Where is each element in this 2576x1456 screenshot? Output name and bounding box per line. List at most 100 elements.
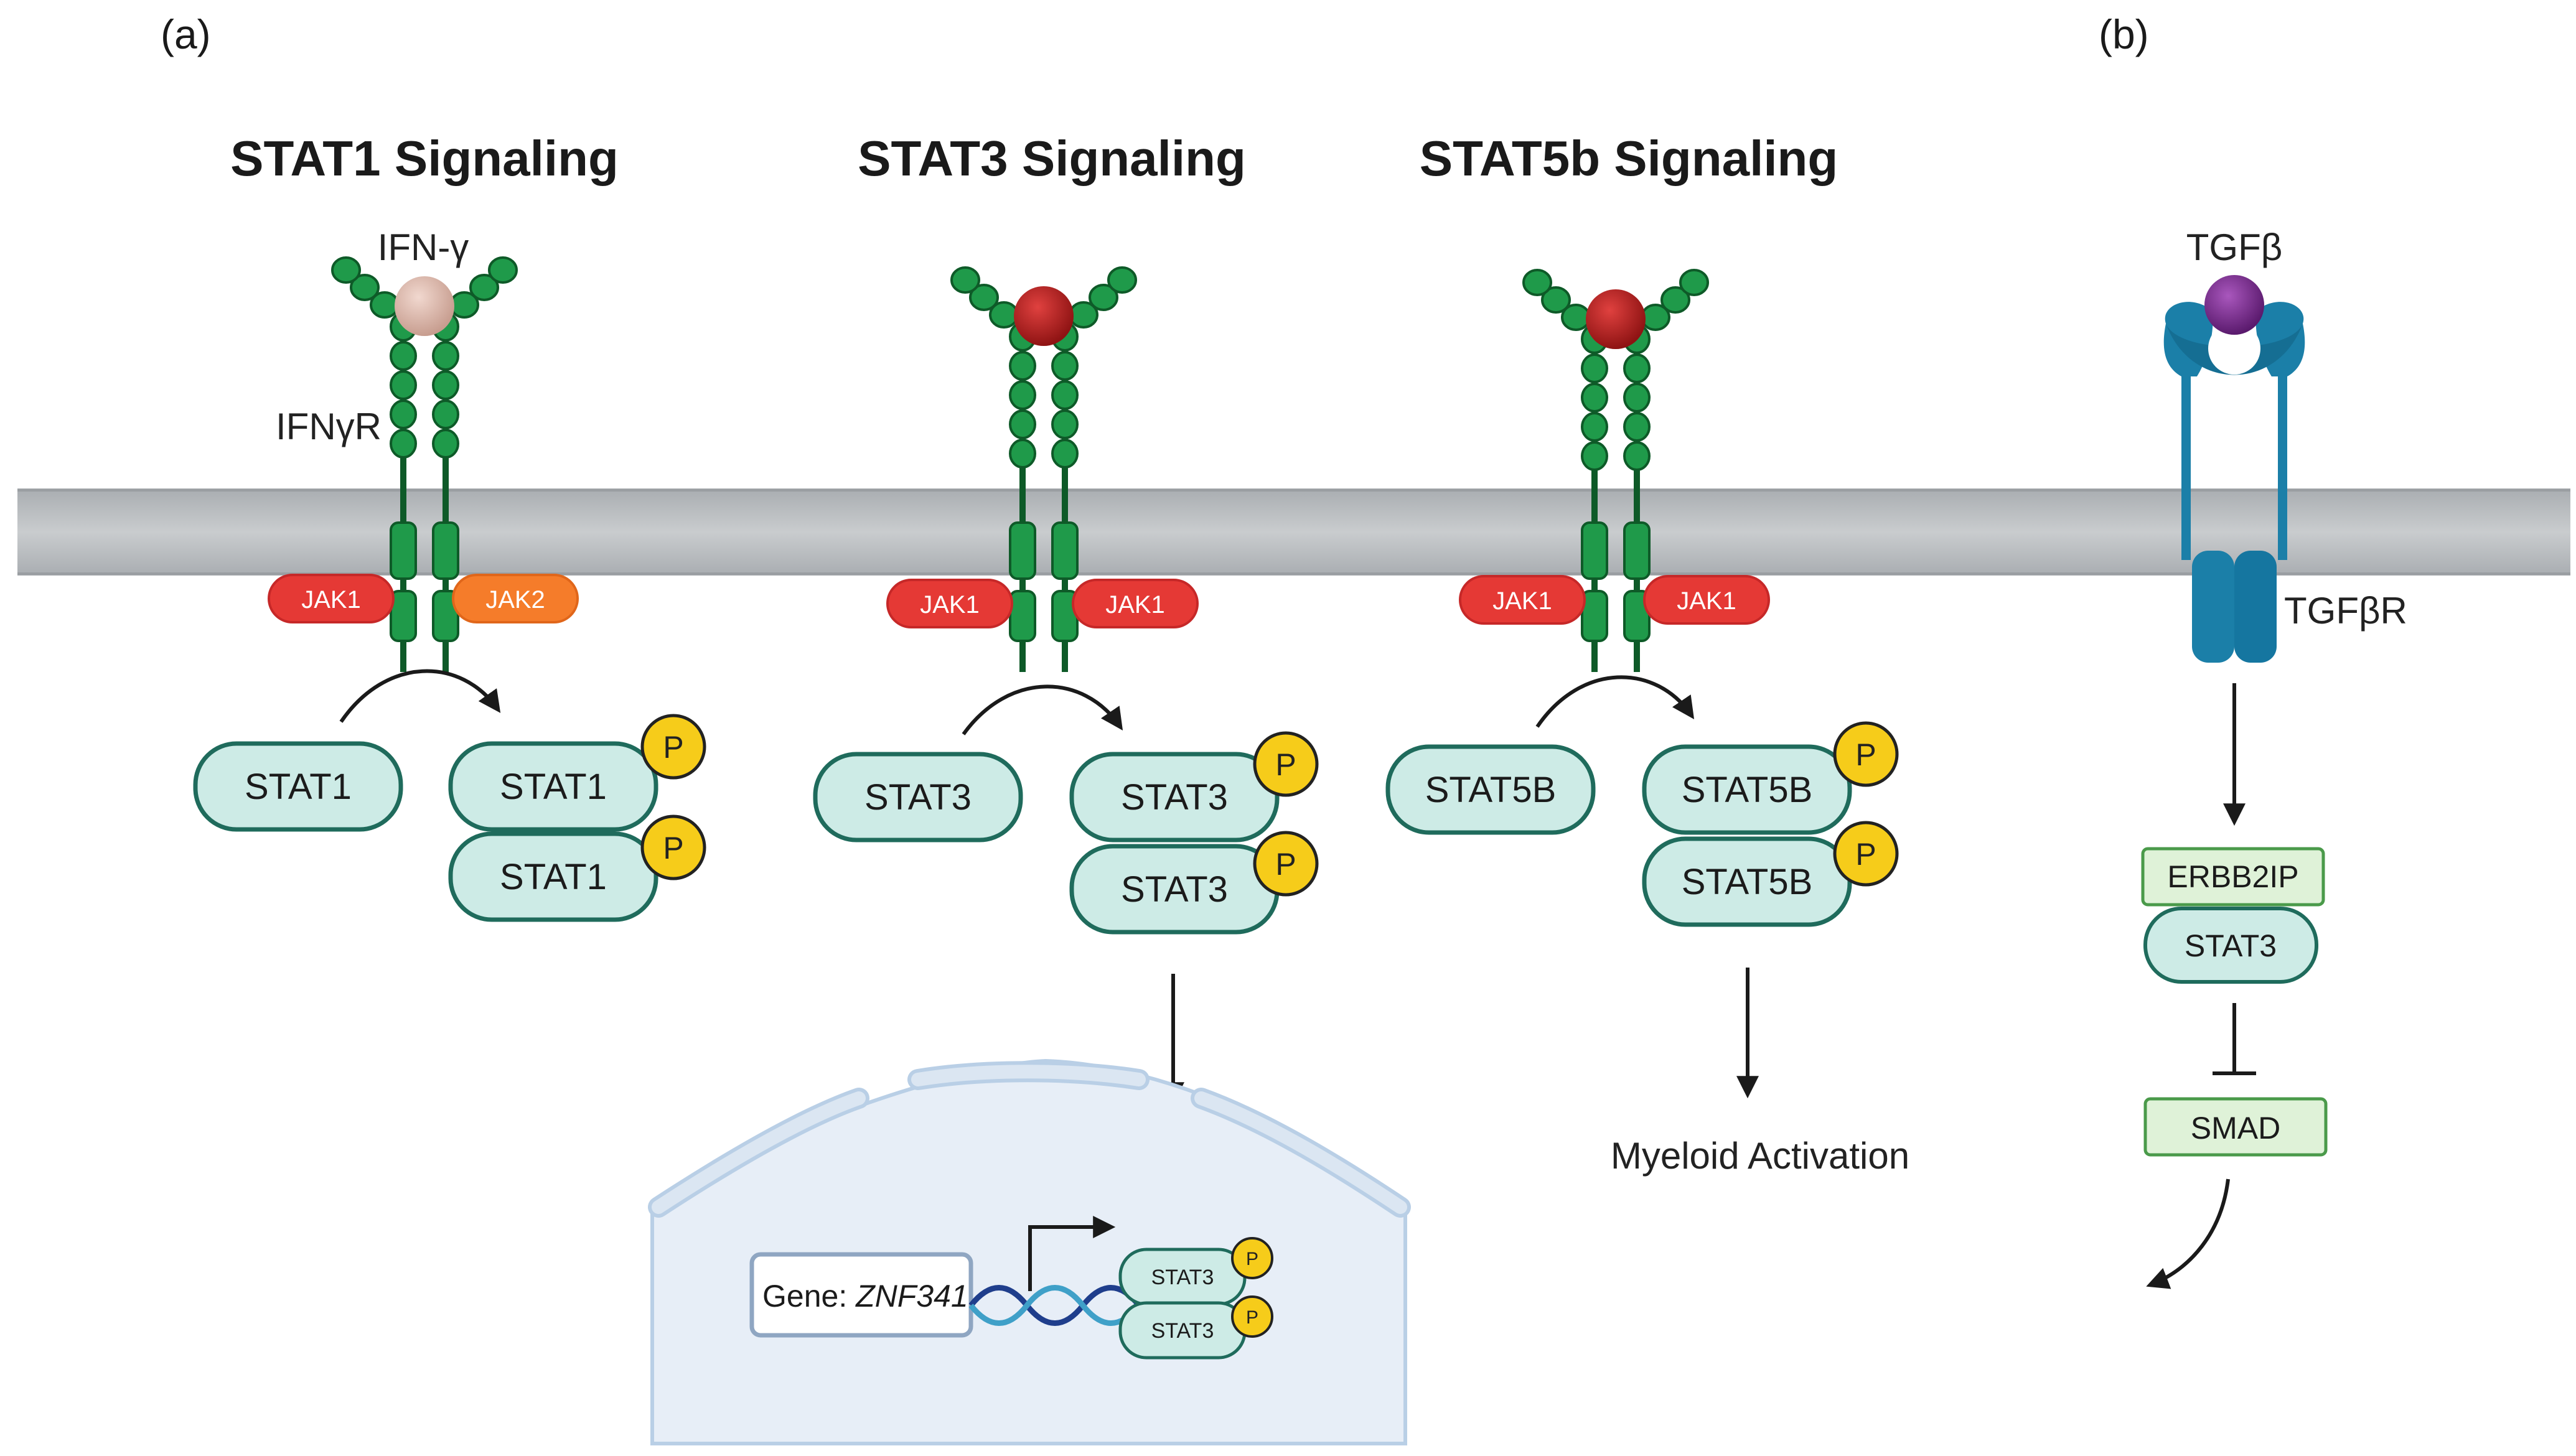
stat5b-dimer-top: STAT5B (1642, 744, 1852, 835)
ifngr-label: IFNγR (276, 406, 382, 447)
svg-text:P: P (663, 831, 683, 866)
nuclear-phospho-top: P (1231, 1237, 1273, 1279)
nuclear-stat3-top: STAT3 (1118, 1248, 1247, 1306)
svg-text:STAT1: STAT1 (245, 767, 352, 807)
stat5b-monomer: STAT5B (1385, 744, 1596, 835)
receptor-bead (1051, 409, 1079, 439)
transmembrane-domain (1009, 521, 1036, 580)
receptor-bead (390, 370, 417, 400)
receptor-bead (331, 256, 361, 284)
svg-text:STAT3: STAT3 (2185, 928, 2277, 963)
receptor-bead (1623, 383, 1651, 413)
tgfbr-receptor (2163, 302, 2305, 663)
phospho-stat5b-bottom: P (1833, 821, 1899, 887)
stat3-ligand (1014, 286, 1074, 346)
transmembrane-domain (1051, 521, 1079, 580)
receptor-bead (390, 399, 417, 429)
receptor-bead (1009, 439, 1036, 469)
svg-text:ERBB2IP: ERBB2IP (2167, 859, 2298, 894)
svg-text:P: P (1246, 1307, 1258, 1328)
phosphorylation-arrow-stat1 (339, 669, 501, 723)
receptor-bead (1522, 269, 1552, 296)
transmembrane-domain (432, 521, 459, 580)
jak2-stat1: JAK2 (452, 574, 579, 623)
tgfbr-label: TGFβR (2284, 590, 2407, 632)
ifngr-receptor (331, 256, 518, 672)
tgfb-stat3: STAT3 (2143, 907, 2318, 984)
transmembrane-domain (1581, 521, 1608, 580)
stat5b-dimer-bottom: STAT5B (1642, 836, 1852, 927)
receptor-bead (469, 274, 499, 301)
svg-text:JAK2: JAK2 (485, 586, 545, 614)
svg-text:Gene: ZNF341: Gene: ZNF341 (762, 1279, 968, 1314)
receptor-bead (1581, 353, 1608, 383)
receptor-bead (390, 341, 417, 371)
receptor-bead (1679, 269, 1709, 296)
phospho-stat3-top: P (1253, 731, 1319, 797)
svg-text:STAT3: STAT3 (1121, 869, 1228, 910)
svg-text:JAK1: JAK1 (1492, 587, 1552, 615)
jak1-stat5b-right: JAK1 (1643, 575, 1770, 625)
jak1-stat3-left: JAK1 (886, 579, 1013, 628)
receptor-bead (432, 370, 459, 400)
intracellular-domain (1009, 590, 1036, 642)
stat1-monomer: STAT1 (193, 741, 403, 832)
svg-text:STAT5B: STAT5B (1682, 862, 1813, 902)
svg-text:P: P (1275, 847, 1296, 882)
phospho-stat3-bottom: P (1253, 831, 1319, 897)
svg-text:SMAD: SMAD (2191, 1111, 2280, 1146)
gene-name: ZNF341 (855, 1279, 968, 1314)
receptor-bead (432, 341, 459, 371)
svg-text:STAT1: STAT1 (500, 857, 607, 897)
title-stat1: STAT1 Signaling (230, 131, 619, 186)
myeloid-activation-label: Myeloid Activation (1611, 1135, 1909, 1177)
phosphorylation-arrow-stat5b (1535, 675, 1695, 728)
phosphorylation-arrow-stat3 (962, 684, 1123, 735)
phospho-stat1-bottom: P (640, 814, 706, 880)
svg-text:JAK1: JAK1 (1105, 591, 1165, 618)
receptor-bead (390, 429, 417, 459)
stat1-dimer-bottom: STAT1 (448, 831, 658, 922)
svg-text:STAT3: STAT3 (1151, 1319, 1214, 1343)
jak1-stat5b-left: JAK1 (1459, 575, 1586, 625)
ifn-gamma-ligand (395, 276, 454, 336)
receptor-bead (1009, 409, 1036, 439)
receptor-bead (432, 399, 459, 429)
tgfb-label: TGFβ (2186, 226, 2282, 268)
receptor-bead (969, 284, 999, 311)
receptor-bead (1051, 439, 1079, 469)
svg-text:P: P (663, 730, 683, 765)
svg-text:P: P (1855, 837, 1876, 872)
stat5b-ligand (1586, 289, 1646, 349)
receptor-bead (1581, 412, 1608, 442)
smad-output-arrow (2146, 1178, 2230, 1289)
receptor-bead (1089, 284, 1118, 311)
stat3-dimer-top: STAT3 (1069, 752, 1280, 842)
receptor-bead (1051, 380, 1079, 410)
receptor-bead (350, 274, 380, 301)
stat3-receptor (950, 266, 1137, 672)
ifn-gamma-label: IFN-γ (378, 226, 469, 268)
receptor-bead (1623, 353, 1651, 383)
phospho-stat5b-top: P (1833, 721, 1899, 787)
phospho-stat1-top: P (640, 714, 706, 780)
transmembrane-domain (390, 521, 417, 580)
stat5b-receptor (1522, 269, 1709, 672)
svg-text:P: P (1275, 747, 1296, 782)
svg-text:P: P (1246, 1249, 1258, 1269)
transmembrane-domain (1623, 521, 1651, 580)
dna-helix (968, 1285, 1141, 1326)
receptor-bead (1623, 412, 1651, 442)
stat3-dimer-bottom: STAT3 (1069, 844, 1280, 935)
stat3-monomer: STAT3 (813, 752, 1023, 842)
gene-box: Gene: ZNF341 (749, 1252, 973, 1338)
receptor-bead (1051, 351, 1079, 381)
smad-box: SMAD (2143, 1097, 2328, 1157)
tgfb-ligand (2204, 275, 2264, 335)
intracellular-domain (1581, 590, 1608, 642)
title-stat5b: STAT5b Signaling (1420, 131, 1838, 186)
receptor-bead (432, 429, 459, 459)
nuclear-phospho-bottom: P (1231, 1295, 1273, 1338)
svg-text:STAT5B: STAT5B (1425, 770, 1557, 810)
